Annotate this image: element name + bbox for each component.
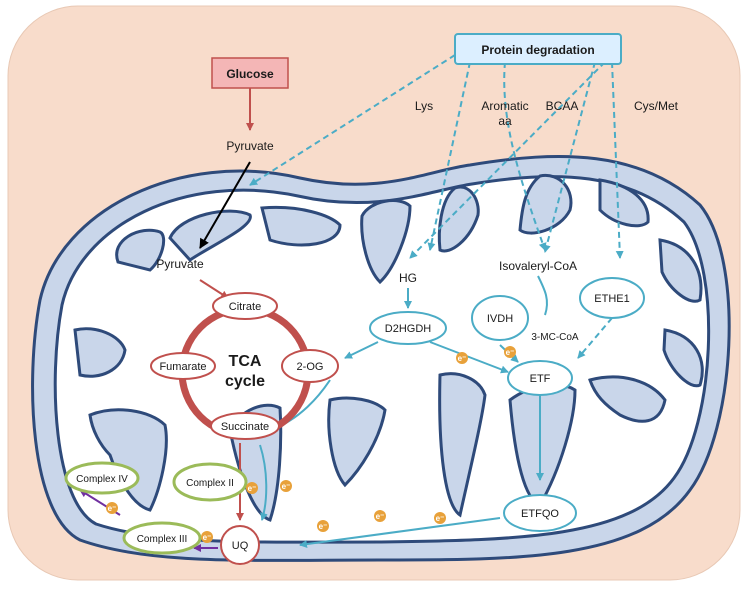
electron-label: e⁻ (458, 354, 467, 363)
citrate-label: Citrate (229, 301, 261, 313)
electron-icon (374, 510, 386, 522)
pyruvate-mito-label: Pyruvate (156, 257, 204, 271)
electron-label: e⁻ (436, 514, 445, 523)
bcaa-label: BCAA (546, 99, 579, 113)
ethe1-label: ETHE1 (594, 293, 629, 305)
hg-label: HG (399, 271, 417, 285)
ethe1-node (579, 277, 645, 319)
electron-icon (280, 480, 292, 492)
complex4-node (64, 461, 140, 495)
succinate-node (210, 412, 280, 440)
etf-node (507, 360, 573, 396)
protein-degradation-label: Protein degradation (481, 43, 594, 57)
aromatic-aa-label: aa (498, 114, 512, 128)
protein-degradation-box (454, 33, 622, 65)
fao-paths (259, 275, 548, 549)
electron-icon (434, 512, 446, 524)
etfqo-label: ETFQO (521, 508, 559, 520)
cristae (73, 173, 704, 522)
complex3-label: Complex III (137, 534, 188, 545)
electron-icon (246, 482, 258, 494)
fumarate-node (150, 352, 216, 380)
electron-icon (317, 520, 329, 532)
citrate-node (212, 292, 278, 320)
electron-markers (106, 346, 516, 543)
etfqo-node (503, 494, 577, 532)
uq-label: UQ (232, 540, 249, 552)
tca-cycle-label: cycle (225, 373, 265, 390)
uq-node (220, 525, 260, 565)
electron-label: e⁻ (203, 533, 212, 542)
electron-label: e⁻ (506, 348, 515, 357)
electron-label: e⁻ (282, 482, 291, 491)
protein-degradation-paths (249, 54, 624, 359)
lys-label: Lys (415, 99, 433, 113)
glucose-box (211, 57, 289, 89)
isovaleryl-label: Isovaleryl-CoA (499, 259, 577, 273)
aromatic-label: Aromatic (481, 99, 528, 113)
complex2-label: Complex II (186, 478, 234, 489)
og-node (281, 349, 339, 383)
tca-label: TCA (229, 353, 262, 370)
electron-label: e⁻ (108, 504, 117, 513)
electron-icon (504, 346, 516, 358)
cysmet-label: Cys/Met (634, 99, 679, 113)
electron-icon (456, 352, 468, 364)
ivdh-node (471, 295, 529, 341)
electron-icon (201, 531, 213, 543)
electron-label: e⁻ (376, 512, 385, 521)
succinate-label: Succinate (221, 421, 269, 433)
d2hgdh-label: D2HGDH (385, 323, 432, 335)
fumarate-label: Fumarate (159, 361, 206, 373)
complex2-node (172, 462, 248, 502)
pyruvate-transport-arrow (199, 161, 251, 249)
d2hgdh-node (369, 311, 447, 345)
glucose-label: Glucose (226, 67, 274, 81)
electron-icon (106, 502, 118, 514)
complex4-label: Complex IV (76, 474, 128, 485)
pyruvate-cyto-label: Pyruvate (226, 139, 274, 153)
ivdh-label: IVDH (487, 313, 513, 325)
etf-label: ETF (530, 373, 551, 385)
mccoa-label: 3-MC-CoA (531, 332, 579, 343)
electron-label: e⁻ (248, 484, 257, 493)
electron-label: e⁻ (319, 522, 328, 531)
og-label: 2-OG (297, 361, 324, 373)
complex3-node (122, 521, 202, 555)
